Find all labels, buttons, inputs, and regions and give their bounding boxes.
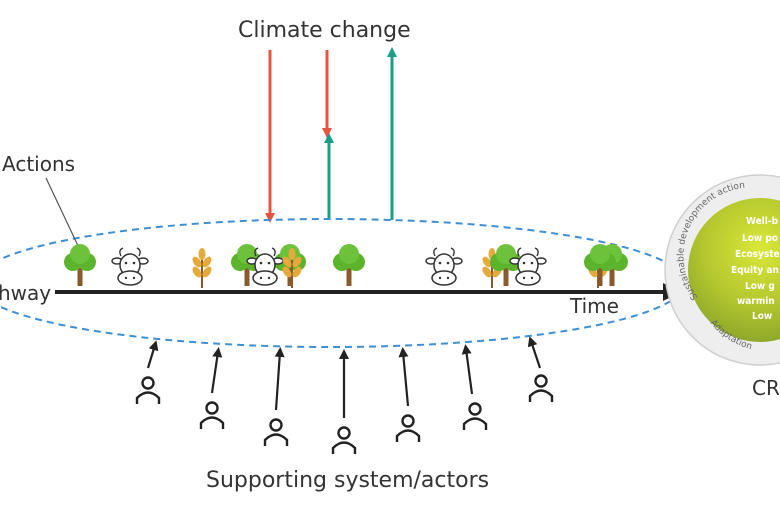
supporting-actors-label: Supporting system/actors [206, 468, 490, 493]
wheat-icon [192, 248, 212, 288]
cow-icon [246, 247, 284, 286]
person-icon [528, 374, 554, 402]
actions-label: Actions [2, 152, 76, 176]
actor-arrow [274, 347, 285, 411]
actions-pointer-line [45, 177, 81, 251]
circle-line-5: Low g [745, 281, 775, 292]
circle-line-4: Equity an [731, 265, 779, 276]
actor-arrow [210, 347, 223, 394]
actor-arrow [527, 336, 542, 369]
tree-icon [333, 244, 365, 286]
tree-icon [584, 244, 616, 286]
pathway-ellipse [0, 218, 686, 348]
cow-icon [111, 247, 149, 286]
person-icon [462, 402, 488, 430]
circle-line-2: Low po [742, 233, 778, 244]
circle-line-6: warmin [737, 296, 775, 307]
person-icon [395, 414, 421, 442]
circle-line-3: Ecosysten [735, 249, 780, 260]
actor-arrow [146, 340, 159, 369]
climate-change-title: Climate change [238, 18, 411, 43]
tree-icon [64, 244, 96, 286]
actor-arrow [398, 347, 410, 407]
person-icon [199, 401, 225, 429]
person-icon [263, 418, 289, 446]
cow-icon [509, 247, 547, 286]
time-label: Time [570, 294, 619, 318]
circle-line-1: Well-b [746, 216, 779, 227]
person-icon [331, 426, 357, 454]
supporting-actors [135, 336, 554, 454]
cow-icon [425, 247, 463, 286]
cr-circle: Sustainable development action Adaptatio… [664, 174, 780, 366]
circle-line-7: Low [752, 311, 773, 322]
actor-arrow [461, 344, 474, 395]
pathway-label: hway [0, 281, 52, 305]
person-icon [135, 376, 161, 404]
pathway-icons [64, 244, 628, 288]
cr-label: CR [752, 376, 780, 400]
wheat-icon [282, 248, 302, 288]
